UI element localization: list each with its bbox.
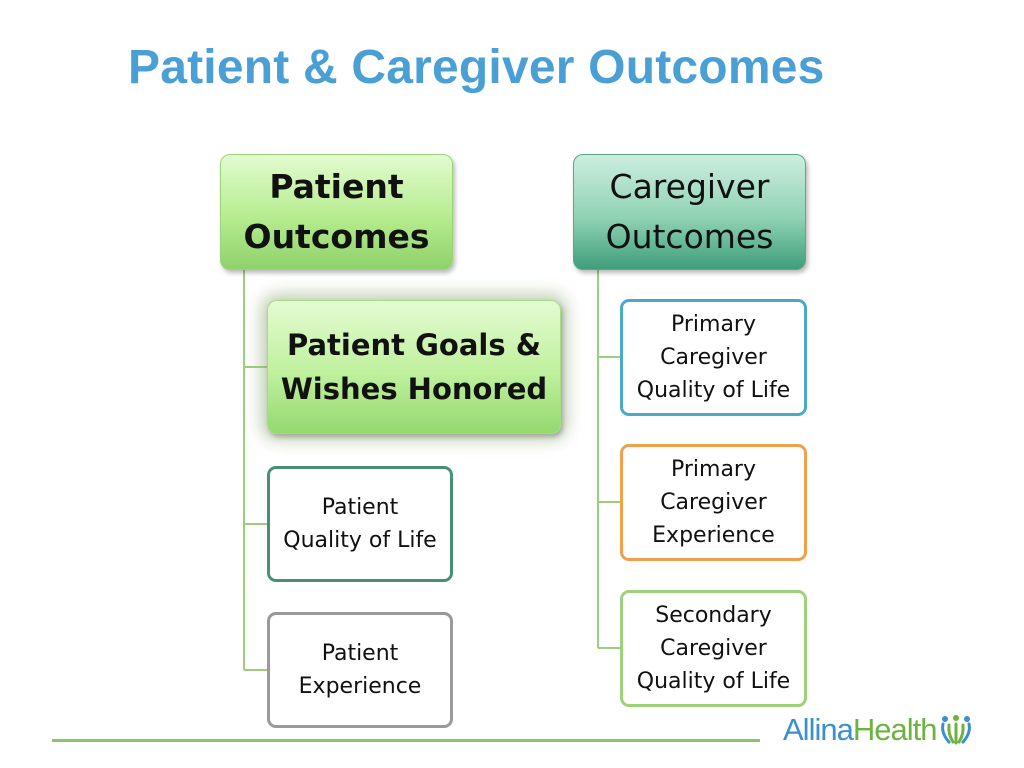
patient-exp-line2: Experience: [298, 674, 422, 699]
patient-experience-box: Patient Experience: [267, 612, 453, 728]
logo-word-health: Health: [852, 712, 938, 747]
patient-outcomes-header: Patient Outcomes: [220, 154, 453, 270]
logo-word-allina: Allina: [783, 712, 854, 747]
allina-leaf-icon: [941, 715, 972, 745]
primary-cg-qol-line1: Primary: [670, 312, 756, 337]
footer-divider: [52, 739, 760, 742]
allina-health-logo: Allina Health: [783, 710, 973, 750]
patient-goals-line2: Wishes Honored: [280, 372, 548, 406]
primary-cg-exp-line3: Experience: [652, 523, 775, 548]
patient-qol-line1: Patient: [321, 495, 399, 520]
slide-title: Patient & Caregiver Outcomes: [128, 41, 825, 94]
primary-cg-exp-line2: Caregiver: [660, 490, 767, 515]
primary-caregiver-quality-of-life-box: Primary Caregiver Quality of Life: [620, 299, 807, 416]
primary-cg-qol-line3: Quality of Life: [636, 378, 791, 403]
patient-outcomes-header-line1: Patient: [269, 167, 404, 206]
patient-goals-wishes-box: Patient Goals & Wishes Honored: [267, 300, 561, 434]
secondary-cg-qol-line2: Caregiver: [660, 636, 767, 661]
primary-caregiver-experience-box: Primary Caregiver Experience: [620, 444, 807, 561]
secondary-cg-qol-line1: Secondary: [655, 603, 772, 628]
patient-qol-line2: Quality of Life: [283, 528, 437, 553]
patient-outcomes-header-line2: Outcomes: [243, 217, 430, 256]
patient-goals-line1: Patient Goals &: [286, 328, 541, 362]
caregiver-outcomes-header-line1: Caregiver: [609, 167, 770, 206]
caregiver-outcomes-header: Caregiver Outcomes: [573, 154, 806, 270]
secondary-caregiver-quality-of-life-box: Secondary Caregiver Quality of Life: [620, 590, 807, 707]
primary-cg-exp-line1: Primary: [670, 457, 756, 482]
secondary-cg-qol-line3: Quality of Life: [636, 669, 791, 694]
caregiver-outcomes-header-line2: Outcomes: [605, 217, 774, 256]
patient-exp-line1: Patient: [321, 641, 399, 666]
primary-cg-qol-line2: Caregiver: [660, 345, 767, 370]
patient-quality-of-life-box: Patient Quality of Life: [267, 466, 453, 582]
